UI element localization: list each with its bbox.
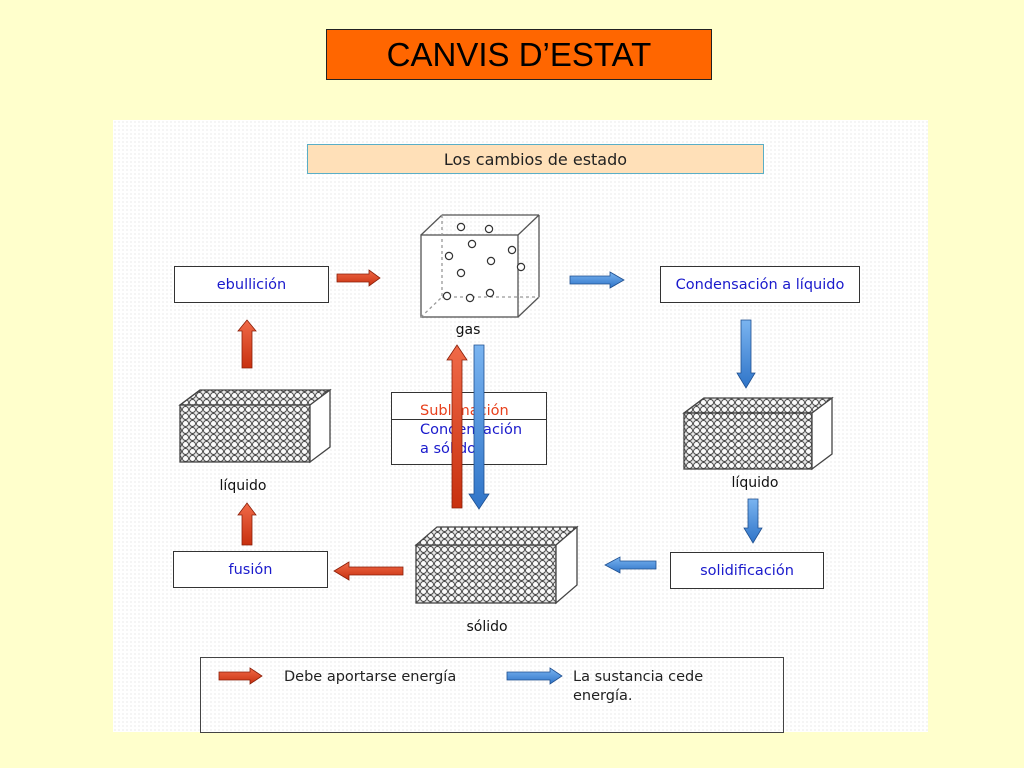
arrow-solidificacion-solido — [604, 556, 657, 574]
liquido-right-label: líquido — [731, 475, 779, 491]
liquid-container-right — [682, 396, 834, 471]
solid-container — [414, 525, 579, 605]
arrow-ebullicion-gas — [336, 269, 381, 287]
ebullicion-box: ebullición — [174, 266, 329, 303]
legend-red-text: Debe aportarse energía — [284, 669, 457, 685]
legend-blue-arrow — [506, 667, 563, 685]
blue-arrows — [468, 271, 763, 574]
sublimacion-label: Sublimación — [420, 403, 509, 419]
red-arrows — [237, 269, 468, 581]
arrow-condensacion-solido — [468, 344, 490, 510]
diagram-title: Los cambios de estado — [307, 144, 764, 174]
solido-label: sólido — [466, 619, 508, 635]
legend-blue-text-2: energía. — [573, 688, 633, 704]
condensacion-solido-label: Condensación — [420, 422, 523, 438]
gas-cube — [420, 214, 540, 318]
slide-title: CANVIS D’ESTAT — [326, 29, 712, 80]
arrow-liquido-solidificacion — [743, 498, 763, 544]
arrow-liquido-ebullicion — [237, 319, 257, 369]
solidificacion-box: solidificación — [670, 552, 824, 589]
legend-red-arrow — [218, 667, 263, 685]
legend-box — [200, 657, 784, 733]
condensacion-liquido-box: Condensación a líquido — [660, 266, 860, 303]
fusion-box: fusión — [173, 551, 328, 588]
gas-label: gas — [455, 322, 481, 338]
arrow-condensacion-liquido — [736, 319, 756, 389]
center-divider — [392, 419, 546, 420]
legend-blue-text-1: La sustancia cede — [573, 669, 704, 685]
gas-particles — [442, 222, 526, 303]
liquid-container-left — [178, 388, 332, 464]
liquido-left-label: líquido — [219, 478, 267, 494]
arrow-sublimacion — [446, 344, 468, 509]
arrow-fusion-liquido — [237, 502, 257, 546]
sublimation-box: Sublimación Condensación a sólido — [391, 392, 547, 465]
arrow-gas-condensacion — [569, 271, 625, 289]
arrow-solido-fusion — [333, 561, 404, 581]
